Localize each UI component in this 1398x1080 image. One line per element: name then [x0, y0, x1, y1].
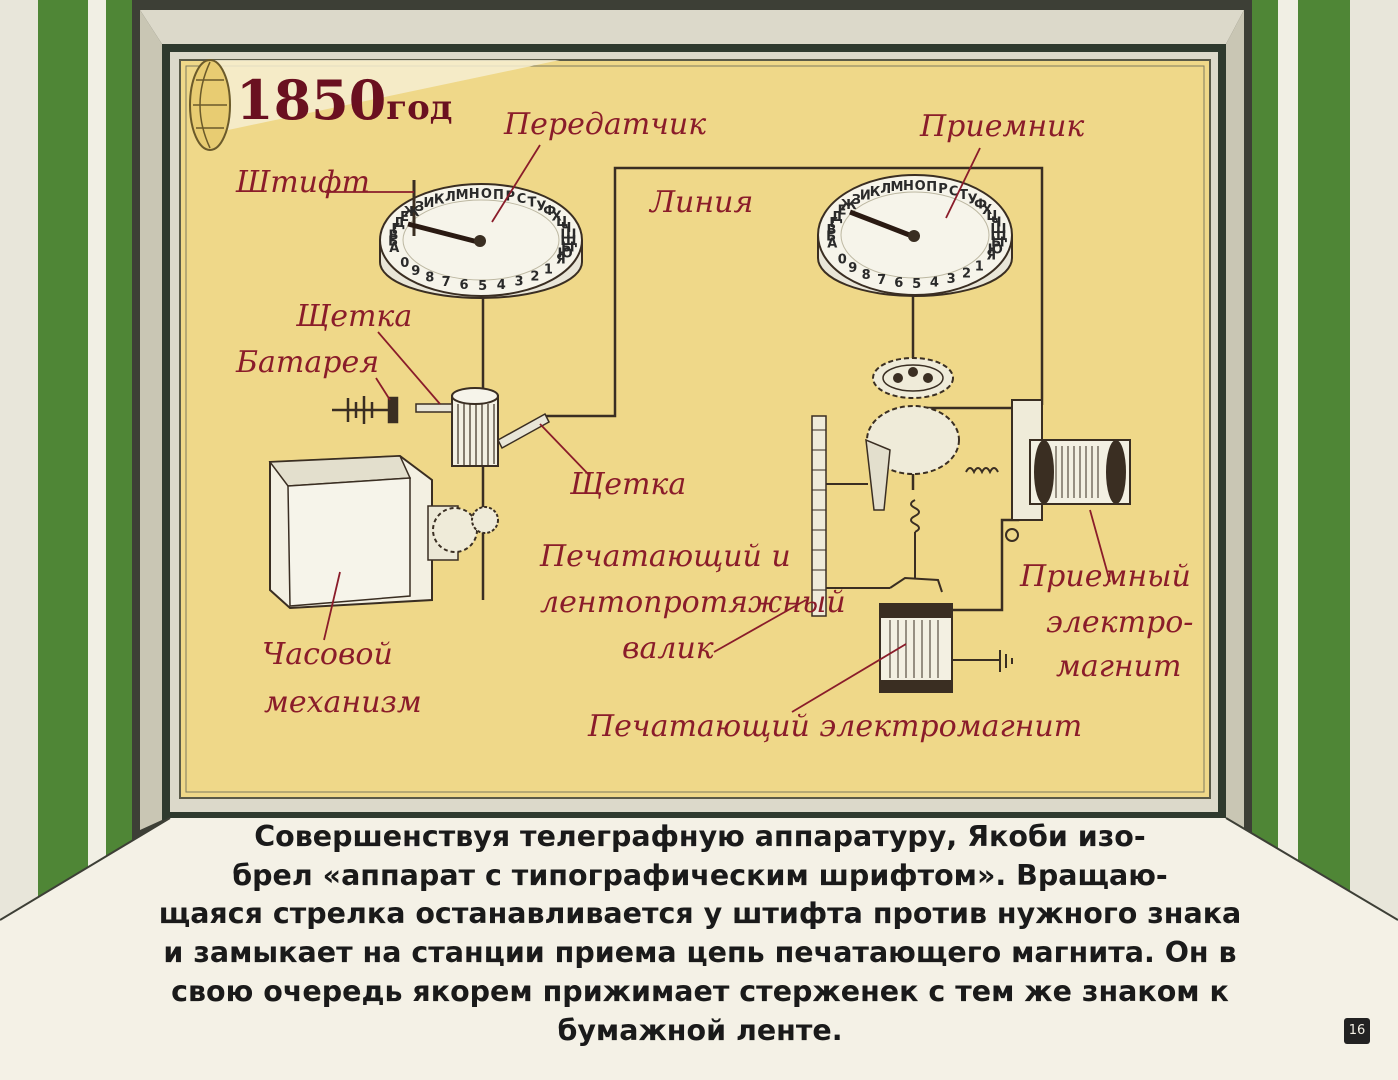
label-brush-bottom: Щетка [570, 467, 687, 502]
label-recv-magnet-line2: электро- [1046, 605, 1194, 640]
battery-icon [332, 396, 399, 424]
label-transmitter: Передатчик [504, 107, 707, 142]
brush-bottom [497, 412, 550, 450]
caption-text: Совершенствуя телеграфную аппаратуру, Як… [44, 818, 1356, 1050]
label-roller-line2: лентопротяжный [540, 585, 846, 620]
label-receiver: Приемник [920, 109, 1085, 144]
clock-mechanism [268, 454, 499, 610]
label-clock-line1: Часовой [262, 637, 393, 672]
clock-gear-icon [432, 507, 478, 553]
printing-lever [826, 467, 999, 593]
caption-panel [0, 818, 1398, 1080]
caption-line-5: свою очередь якорем прижимает стерженек … [171, 974, 1229, 1008]
label-roller-line3: валик [622, 631, 714, 666]
transmitter-digits: 1234567890 [400, 256, 553, 294]
type-wheel [811, 415, 868, 617]
receiving-electromagnet [1005, 399, 1131, 542]
leader-lines [323, 144, 1111, 713]
year-title: 1850год [236, 68, 453, 132]
printing-electromagnet [879, 603, 1013, 693]
caption-line-2: брел «аппарат с типографическим шрифтом»… [232, 858, 1168, 892]
receiver-needle [849, 209, 913, 239]
brush-top [415, 403, 453, 413]
ground-icon [999, 650, 1013, 672]
label-battery: Батарея [236, 345, 380, 380]
page-number: 16 [1344, 1018, 1370, 1044]
label-pin: Штифт [236, 165, 370, 200]
receiver-digits: 1234567890 [838, 253, 984, 293]
caption-line-4: и замыкает на станции приема цепь печата… [163, 936, 1237, 970]
receiver-gears [865, 357, 960, 511]
label-recv-magnet-line3: магнит [1056, 649, 1182, 684]
label-brush-top: Щетка [296, 299, 413, 334]
transmission-line [545, 166, 1044, 418]
label-recv-magnet-line1: Приемный [1020, 559, 1191, 594]
receiver-letters: АБВГДЕЖЗИКЛМНОПРСТУФХЦЧШЩЫЮЯ [826, 179, 1007, 264]
label-clock-line2: механизм [264, 685, 422, 720]
commutator-drum [451, 387, 499, 467]
caption-line-3: щаяся стрелка останавливается у штифта п… [158, 897, 1242, 931]
caption-line-1: Совершенствуя телеграфную аппаратуру, Як… [254, 820, 1146, 853]
label-line: Линия [650, 185, 754, 220]
caption-line-6: бумажной ленте. [557, 1013, 843, 1047]
receiver-dial: АБВГДЕЖЗИКЛМНОПРСТУФХЦЧШЩЫЮЯ 1234567890 [817, 174, 1013, 297]
transmitter-needle [407, 221, 479, 245]
label-print-magnet: Печатающий электромагнит [588, 709, 1083, 744]
label-roller-line1: Печатающий и [540, 539, 791, 574]
